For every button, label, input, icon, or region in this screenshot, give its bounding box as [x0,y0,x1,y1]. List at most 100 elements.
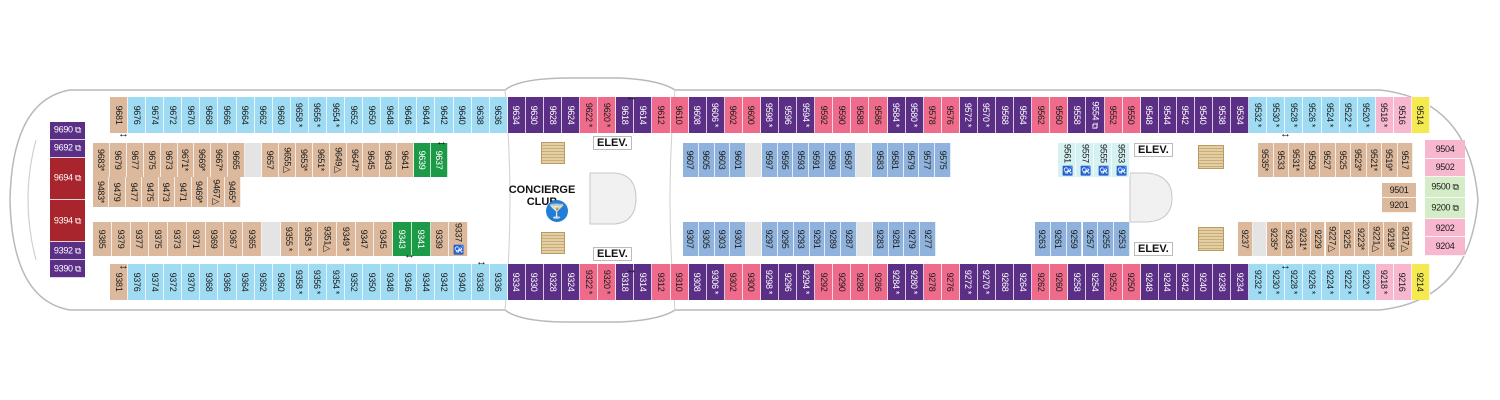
cabin-number: 9356 * [312,269,323,295]
cabin-9337: 9337 ♿ [449,222,468,256]
cabin-9355: 9355 * [280,222,300,256]
cabin-number: 9276 [945,272,956,292]
cabin-9580: 9580 * [905,97,924,133]
cabin-number: 9376 [131,272,142,292]
cabin-9647: 9647* [346,143,364,177]
connecting-arrow-icon: ↔ [626,91,637,103]
cabin-9603: 9603 [714,143,731,177]
cabin-9666: 9666 [218,97,237,133]
cabin-9578: 9578 [923,97,942,133]
cabin-number: 9595 [779,150,790,170]
cabin-9665: 9665 [228,143,246,177]
cabin-9295: 9295 [777,222,794,256]
cabin-9200: 9200 ⧉ [1425,198,1465,219]
cabin-number: 9504 [1435,143,1455,154]
cabin-9648: 9648 [381,97,400,133]
cabin-number: 9293 [796,229,807,249]
cabin-9217: 9217△ [1398,222,1413,256]
cabin-9544: 9544 [1158,97,1177,133]
cabin-number: 9306 * [710,269,721,295]
cabin-number: 9522 * [1343,102,1354,128]
cabin-number: 9283 [875,229,886,249]
cabin-number: 9365 [246,229,257,249]
cabin-9553: 9553 ♿ [1112,143,1130,177]
cabin-number: 9385 [96,229,107,249]
cabin-number: 9286 [872,272,883,292]
cabin-9548: 9548 [1140,97,1159,133]
cabin-9628: 9628 [543,97,563,133]
cabin-9561: 9561 ♿ [1058,143,1076,177]
cabin-number: 9519* [1384,148,1395,172]
cabin-9375: 9375 [149,222,168,256]
cabin-9516: 9516 [1393,97,1412,133]
cabin-number: 9561 ♿ [1062,144,1072,176]
cabin-9655: 9655△ [278,143,296,177]
cabin-number: 9379 [115,229,126,249]
cabin-9643: 9643 [380,143,398,177]
cabin-9557: 9557 ♿ [1076,143,1094,177]
cabin-number: 9344 [420,272,431,292]
cabin-9552: 9552 [1104,97,1123,133]
cabin-9356: 9356 * [308,264,327,300]
cabin-9502: 9502 [1425,158,1465,178]
cabin-number: 9320 * [601,269,612,295]
cabin-number: 9500 ⧉ [1431,181,1459,192]
cabin-9649: 9649△ [329,143,347,177]
cabin-9310: 9310 [670,264,689,300]
cabin-number: 9390 ⧉ [53,263,82,274]
cabin-number: 9666 [222,105,233,125]
cabin-number: 9679 [112,150,123,170]
cabin-9662: 9662 [254,97,273,133]
cabin-number: 9528 * [1288,102,1299,128]
cabin-9298: 9298 * [760,264,780,300]
cabin-9255: 9255 [1098,222,1115,256]
cabin-number: 9552 [1108,105,1119,125]
cabin-9376: 9376 [128,264,147,300]
cabin-number: 9300 [746,272,757,292]
cabin-9250: 9250 [1122,264,1141,300]
cabin-number: 9638 [475,105,486,125]
cabin-9650: 9650 [363,97,382,133]
cabin-9664: 9664 [236,97,255,133]
cabin-number: 9307 [685,229,696,249]
cabin-number: 9639 [417,150,428,170]
connecting-arrow-icon: ↔ [1280,128,1291,140]
corridor-space [1252,222,1268,256]
cabin-number: 9237 [1239,229,1250,249]
cabin-number: 9683* [95,148,106,172]
cabin-9223: 9223* [1354,222,1370,256]
cabin-number: 9473 [161,182,172,202]
cabin-number: 9308 [692,272,703,292]
cabin-number: 9558 [1071,105,1082,125]
elevator-label-top-fwd: ELEV. [1134,143,1173,157]
cabin-number: 9369 [209,229,220,249]
cabin-9287: 9287 [841,222,857,256]
cabin-number: 9578 [927,105,938,125]
cabin-9534: 9534 [1231,97,1250,133]
concierge-line-1: CONCIERGE [508,184,576,196]
cabin-9587: 9587 [840,143,857,177]
cabin-number: 9297 [764,229,775,249]
cabin-number: 9643 [383,150,394,170]
cabin-number: 9662 [258,105,269,125]
cabin-9554: 9554 ⧉ [1086,97,1105,133]
cabin-number: 9647* [349,148,360,172]
cabin-number: 9360 [276,272,287,292]
cabin-9550: 9550 [1122,97,1141,133]
cabin-number: 9538 [1216,105,1227,125]
cabin-9590: 9590 [833,97,852,133]
corridor-space [746,222,763,256]
cabin-9330: 9330 [525,264,544,300]
cabin-number: 9521* [1368,148,1379,172]
cabin-number: 9560 [1053,105,1064,125]
cabin-number: 9263 [1037,229,1048,249]
cabin-9614: 9614 [634,97,653,133]
cabin-9593: 9593 [793,143,810,177]
cabin-number: 9343 [396,229,407,249]
cabin-9679: 9679 [109,143,127,177]
cabin-9683: 9683* [93,143,110,177]
cabin-9530: 9530 * [1267,97,1286,133]
connecting-arrow-icon: ↔ [118,128,129,140]
martini-glass-icon: 🍸 [546,200,568,222]
cabin-9346: 9346 [399,264,418,300]
